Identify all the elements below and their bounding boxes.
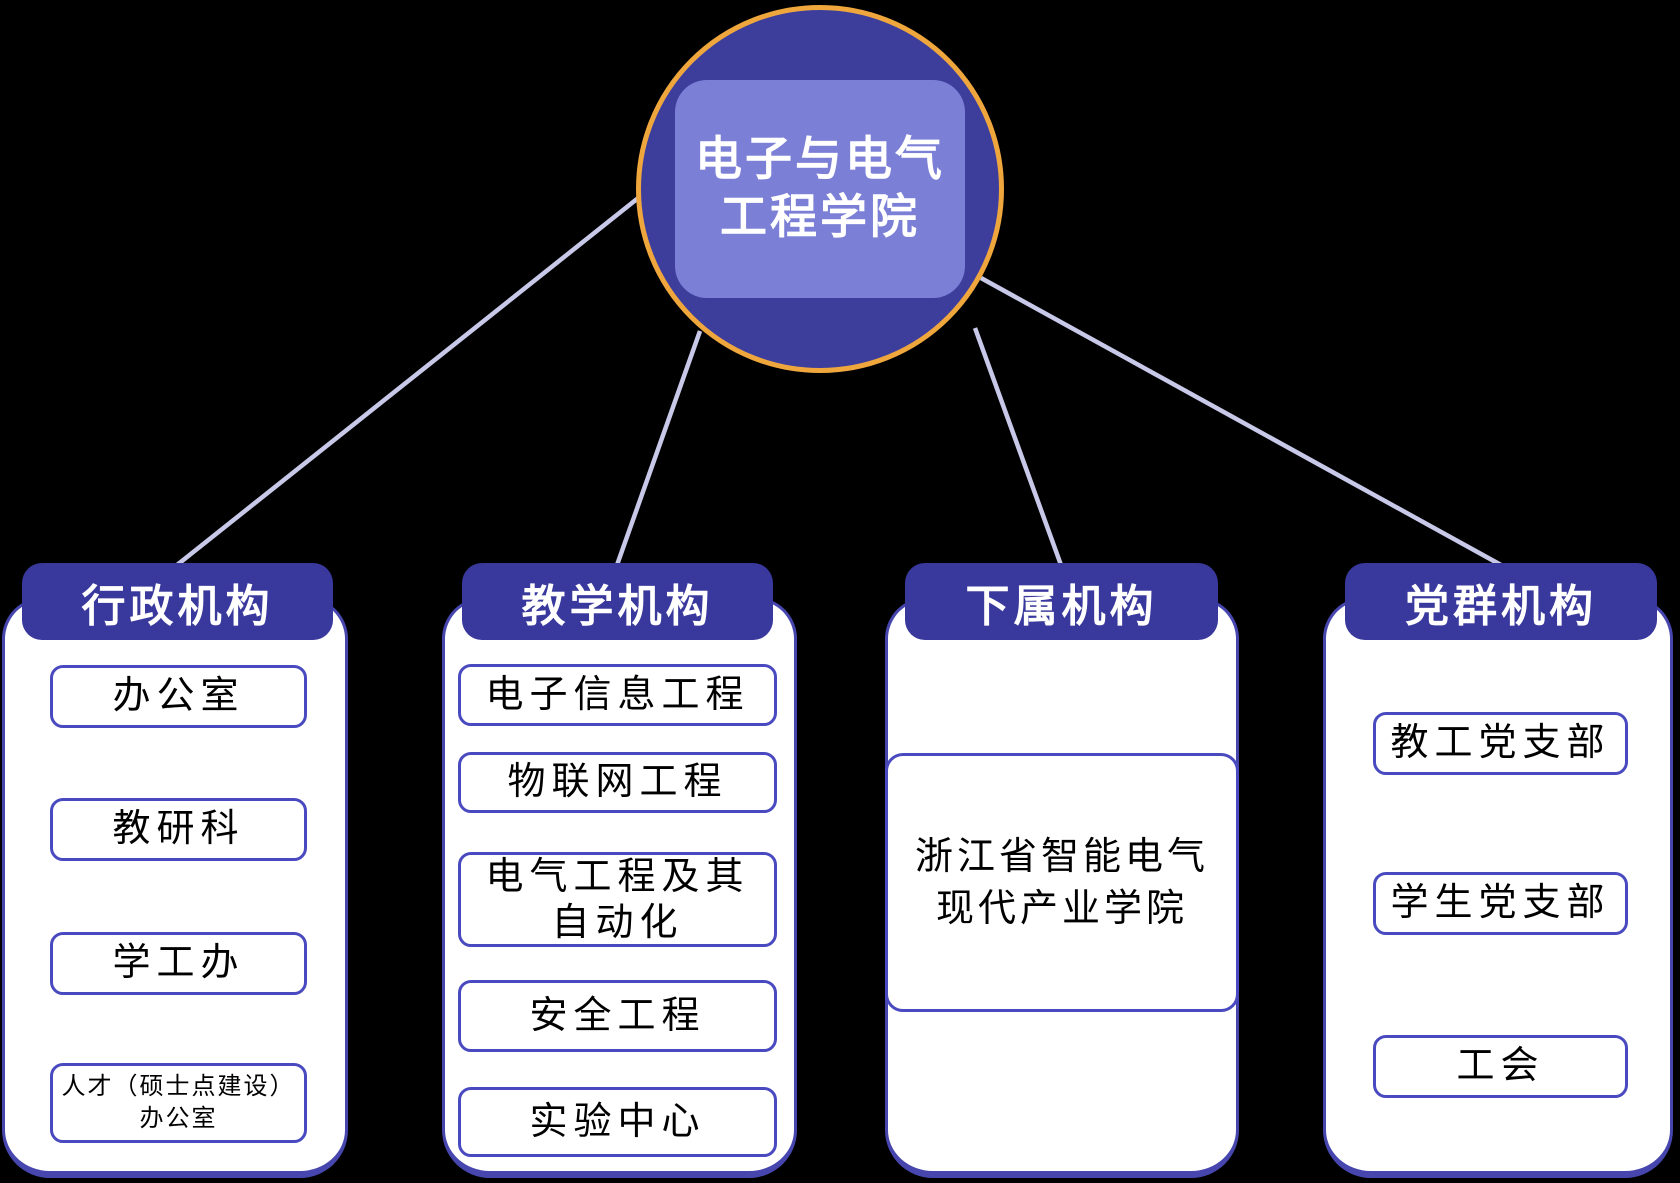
connector-to-administrative: [175, 193, 644, 567]
org-item: 办公室: [50, 665, 307, 728]
org-item: 学生党支部: [1373, 872, 1628, 935]
org-item: 电子信息工程: [458, 664, 777, 726]
org-item: 实验中心: [458, 1087, 777, 1157]
org-item: 工会: [1373, 1035, 1628, 1098]
org-item: 电气工程及其 自动化: [458, 852, 777, 947]
org-item: 学工办: [50, 932, 307, 995]
column-header: 党群机构: [1345, 563, 1657, 640]
column-header: 下属机构: [905, 563, 1218, 640]
org-item: 教研科: [50, 798, 307, 861]
connector-to-teaching: [614, 330, 703, 566]
connector-to-subordinate: [972, 327, 1064, 566]
org-item: 物联网工程: [458, 752, 777, 813]
org-item: 人才（硕士点建设） 办公室: [50, 1063, 307, 1143]
column-header: 教学机构: [462, 563, 773, 640]
root-title-line2: 工程学院: [720, 192, 920, 244]
root-node-panel: 电子与电气 工程学院: [675, 80, 965, 298]
root-title-line1: 电子与电气: [695, 134, 945, 186]
org-item: 浙江省智能电气 现代产业学院: [885, 753, 1239, 1012]
connector-to-party: [979, 276, 1503, 567]
column-header: 行政机构: [22, 563, 333, 640]
root-node-circle: 电子与电气 工程学院: [636, 5, 1004, 373]
org-item: 教工党支部: [1373, 712, 1628, 775]
org-item: 安全工程: [458, 980, 777, 1052]
